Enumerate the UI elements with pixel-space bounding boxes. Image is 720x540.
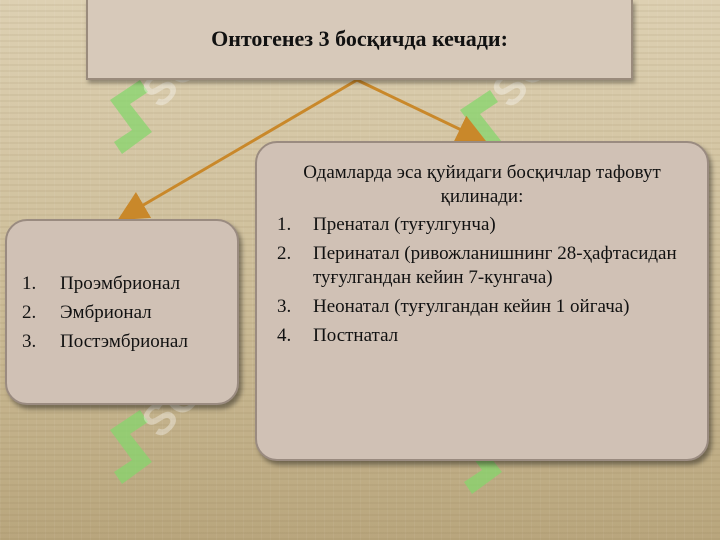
list-item: 4.Постнатал [277, 325, 399, 346]
title-box: Онтогенез 3 босқичда кечади: [86, 0, 633, 80]
arrow-to-left-box [117, 78, 358, 221]
human-stages-box: Одамларда эса қуйидаги босқичлар тафовут… [255, 141, 709, 461]
stages-list: 1.Проэмбрионал 2.Эмбрионал 3.Постэмбрион… [22, 272, 188, 359]
list-item: 1.Проэмбрионал [22, 273, 181, 294]
list-item: 1.Пренатал (туғулгунча) [277, 214, 496, 235]
stages-list-box: 1.Проэмбрионал 2.Эмбрионал 3.Постэмбрион… [5, 219, 239, 405]
list-item: 2.Эмбрионал [22, 302, 152, 323]
list-item: 2.Перинатал (ривожланишнинг 28-ҳафтасида… [277, 243, 677, 288]
list-item: 3.Постэмбрионал [22, 331, 188, 352]
arrow-to-right-box [356, 78, 487, 143]
page-title: Онтогенез 3 босқичда кечади: [211, 26, 508, 51]
human-stages-intro: Одамларда эса қуйидаги босқичлар тафовут… [303, 162, 661, 207]
list-item: 3.Неонатал (туғулгандан кейин 1 ойгача) [277, 296, 630, 317]
human-stages-list: 1.Пренатал (туғулгунча) 2.Перинатал (рив… [257, 209, 707, 348]
